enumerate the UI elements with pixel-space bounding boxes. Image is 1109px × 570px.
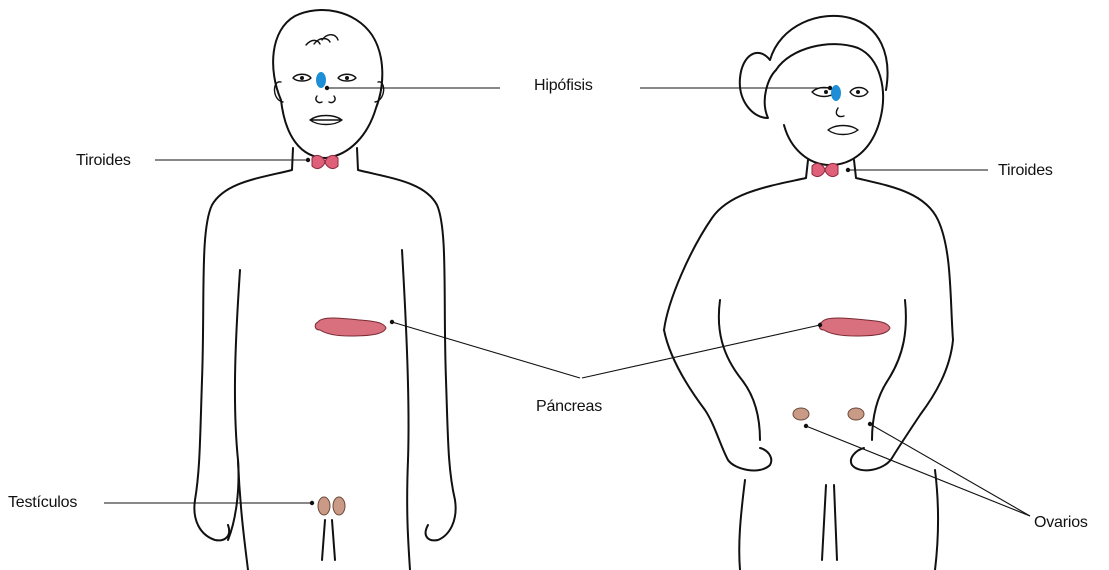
leader-ovarios-right [870, 424, 1030, 516]
male-pupil-left [300, 76, 304, 80]
leader-dot [828, 86, 832, 90]
male-mouth [310, 116, 342, 125]
female-pupil-left [824, 90, 828, 94]
female-figure [664, 16, 953, 570]
female-nose [836, 108, 844, 117]
female-arm-left [664, 300, 771, 470]
label-testiculos: Testículos [8, 494, 77, 512]
male-figure [194, 10, 455, 570]
leader-ovarios-left [806, 426, 1030, 516]
leader-dot [325, 86, 329, 90]
label-ovarios: Ovarios [1034, 514, 1088, 532]
leader-dot [306, 158, 310, 162]
female-ovario-left [793, 408, 809, 420]
leader-dot [868, 422, 872, 426]
label-pancreas: Páncreas [536, 398, 602, 416]
leader-pancreas-male [392, 322, 580, 378]
label-tiroides-male: Tiroides [76, 152, 131, 170]
female-torso [664, 160, 953, 340]
male-head [273, 10, 382, 158]
female-mouth [828, 126, 858, 135]
female-pupil-right [856, 90, 860, 94]
female-hair [740, 16, 888, 118]
male-testiculo-left [318, 497, 330, 515]
leader-dot [390, 320, 394, 324]
male-hipofisis-organ [316, 72, 326, 88]
male-nose [316, 96, 335, 103]
female-pancreas-organ [819, 318, 890, 336]
male-testiculo-right [333, 497, 345, 515]
leader-dot [310, 501, 314, 505]
male-pancreas-organ [315, 318, 386, 336]
female-legs [739, 470, 938, 570]
leader-dot [846, 168, 850, 172]
leader-dot [804, 424, 808, 428]
label-hipofisis: Hipófisis [534, 77, 593, 95]
female-ovario-right [848, 408, 864, 420]
male-ear-right [375, 82, 384, 102]
leader-pancreas-female [582, 325, 820, 378]
male-legs [238, 460, 335, 570]
male-hair [306, 35, 338, 45]
male-pupil-right [345, 76, 349, 80]
female-hipofisis-organ [831, 85, 841, 101]
leader-dot [818, 323, 822, 327]
label-tiroides-female: Tiroides [998, 162, 1053, 180]
female-head [776, 44, 883, 165]
